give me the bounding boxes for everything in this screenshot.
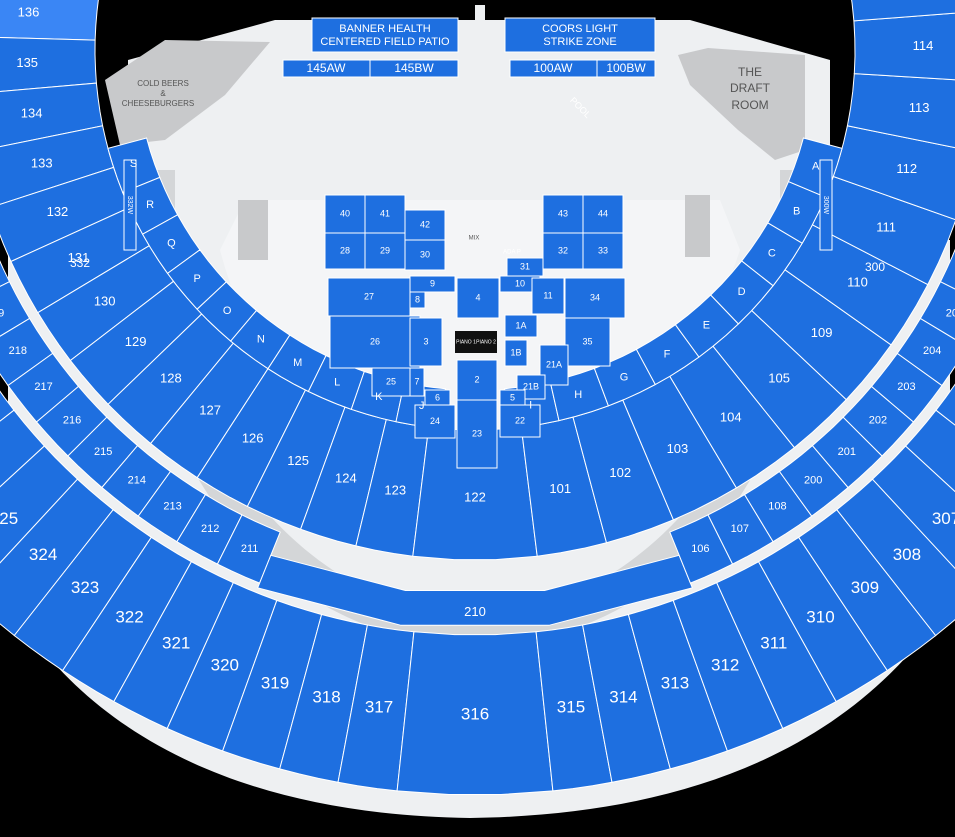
section-115[interactable]	[846, 0, 955, 22]
draft-room-label-1: THE	[738, 65, 762, 79]
floor-29[interactable]	[364, 232, 406, 270]
stage	[455, 331, 497, 353]
section-327[interactable]	[0, 372, 15, 509]
section-308[interactable]	[836, 478, 955, 637]
section-206[interactable]	[939, 244, 955, 307]
floor-4[interactable]	[456, 277, 500, 319]
floor-11[interactable]	[531, 277, 565, 315]
cold-beers-label-2: &	[160, 89, 166, 98]
floor-24[interactable]	[414, 404, 456, 439]
banner-banner-health	[311, 17, 459, 53]
section-316[interactable]	[396, 631, 554, 795]
floor-35[interactable]	[564, 317, 611, 367]
cold-beers-area	[105, 40, 270, 145]
floor-44[interactable]	[582, 194, 624, 234]
right-gray-block	[685, 195, 710, 257]
wall-right	[819, 159, 833, 251]
floor-21A[interactable]	[539, 344, 569, 386]
section-326[interactable]	[0, 409, 46, 554]
cold-beers-label-1: COLD BEERS	[137, 79, 189, 88]
floor-30[interactable]	[404, 239, 446, 271]
floor-5[interactable]	[499, 389, 526, 407]
section-325[interactable]	[0, 445, 79, 597]
floor-40[interactable]	[324, 194, 366, 234]
mix-label: MIX	[469, 236, 480, 242]
floor-2[interactable]	[456, 359, 498, 401]
section-113[interactable]	[846, 73, 955, 152]
section-307[interactable]	[871, 445, 955, 597]
wall-left	[123, 159, 137, 251]
floor-42[interactable]	[404, 209, 446, 241]
floor-8[interactable]	[409, 291, 426, 309]
section-100BW[interactable]	[596, 59, 656, 78]
floor-31[interactable]	[506, 257, 544, 277]
section-114[interactable]	[853, 11, 955, 82]
floor-3[interactable]	[409, 317, 443, 367]
section-220[interactable]	[0, 244, 11, 307]
section-145BW[interactable]	[369, 59, 459, 78]
floor-41[interactable]	[364, 194, 406, 234]
section-305[interactable]	[935, 372, 955, 509]
floor-23[interactable]	[456, 399, 498, 469]
section-205[interactable]	[919, 281, 955, 347]
section-204[interactable]	[896, 317, 955, 387]
floor-25[interactable]	[371, 367, 411, 397]
left-gray-block	[238, 200, 268, 260]
floor-43[interactable]	[542, 194, 584, 234]
section-100AW[interactable]	[509, 59, 598, 78]
section-133[interactable]	[0, 125, 115, 208]
floor-7[interactable]	[409, 367, 425, 397]
section-136[interactable]	[0, 0, 99, 41]
floor-34[interactable]	[564, 277, 626, 319]
floor-1A[interactable]	[504, 314, 538, 338]
section-145AW[interactable]	[282, 59, 371, 78]
floor-32[interactable]	[542, 232, 584, 270]
section-210[interactable]	[257, 554, 693, 626]
floor-26[interactable]	[329, 315, 421, 369]
draft-room-label-2: DRAFT	[730, 81, 771, 95]
floor-22[interactable]	[499, 404, 541, 438]
draft-room-area	[678, 48, 805, 160]
floor-33[interactable]	[582, 232, 624, 270]
banner-coors-light	[504, 17, 656, 53]
floor-1B[interactable]	[504, 339, 528, 367]
cold-beers-label-3: CHEESEBURGERS	[122, 99, 194, 108]
section-135[interactable]	[0, 37, 97, 95]
floor-9[interactable]	[409, 275, 456, 293]
section-306[interactable]	[904, 409, 955, 554]
floor-6[interactable]	[424, 389, 451, 407]
floor-27[interactable]	[327, 277, 411, 317]
draft-room-label-3: ROOM	[731, 98, 768, 112]
floor-28[interactable]	[324, 232, 366, 270]
